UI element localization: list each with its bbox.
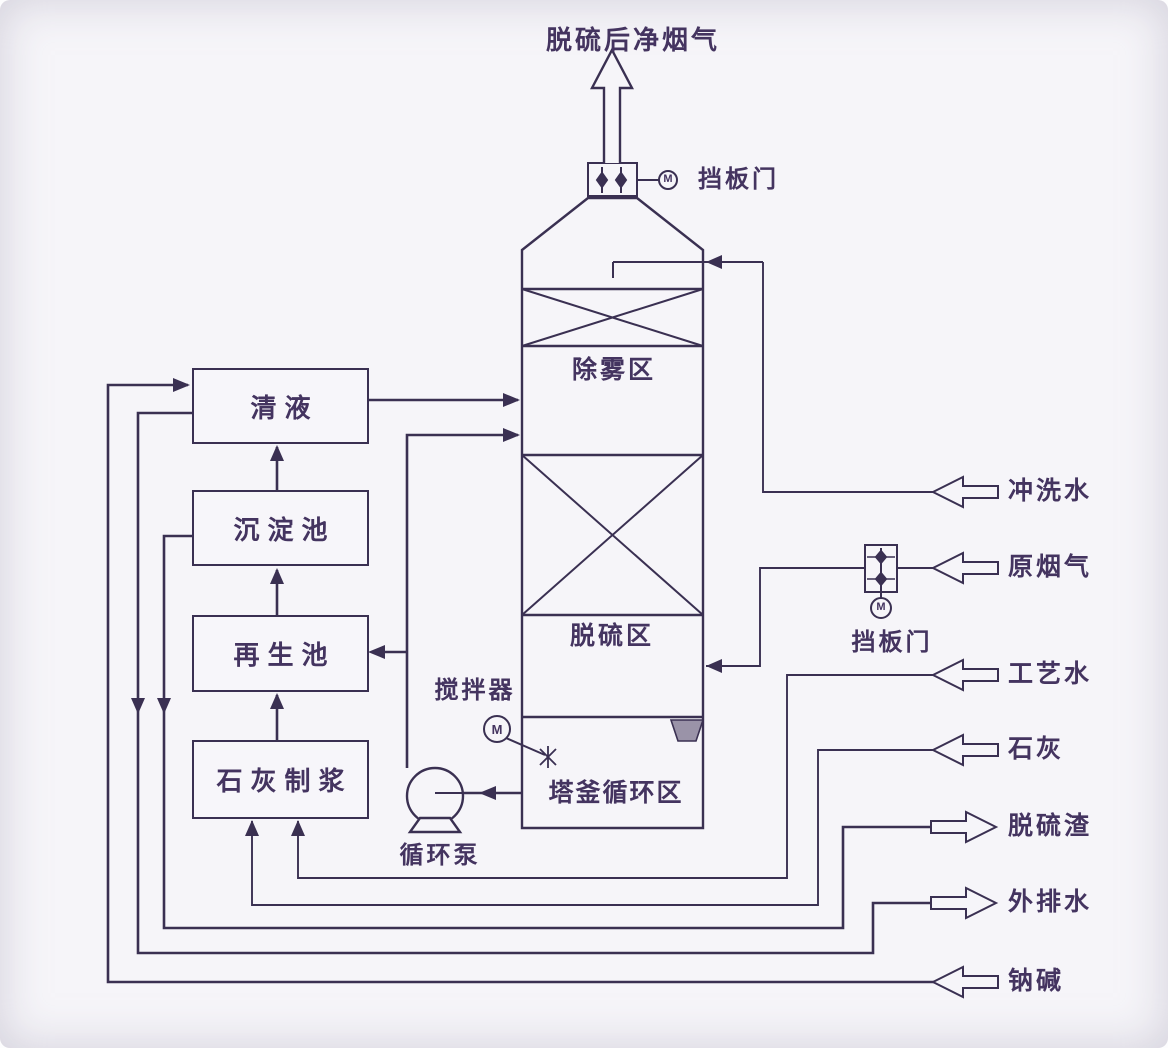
top-damper <box>587 162 678 197</box>
stream-label-raw-gas: 原烟气 <box>1008 553 1093 581</box>
box-clear-liquid: 清液 <box>192 368 369 444</box>
process-water-line <box>297 674 933 879</box>
raw-gas-arrowhead <box>706 659 722 673</box>
zone-desulfurization-label: 脱硫区 <box>569 622 655 650</box>
overflow-funnel <box>669 719 705 742</box>
stream-block-arrows <box>930 475 999 999</box>
arrowheads <box>131 378 520 836</box>
box-sedimentation-pool: 沉淀池 <box>192 490 369 566</box>
stream-label-soda-alkali: 钠碱 <box>1008 967 1065 995</box>
demister-packing <box>521 287 704 348</box>
box-lime-slurry-label: 石灰制浆 <box>216 766 353 796</box>
agitator-symbol <box>483 715 557 768</box>
raw-gas-block-arrow <box>930 551 999 585</box>
stream-label-flush-water: 冲洗水 <box>1008 477 1093 505</box>
pump-inlet-arrowhead <box>479 786 496 800</box>
zone-demister-label: 除雾区 <box>571 356 657 384</box>
soda-line <box>106 383 935 984</box>
clean-gas-title: 脱硫后净烟气 <box>545 25 721 55</box>
clean-gas-arrow <box>590 47 634 163</box>
box-regeneration-pool: 再生池 <box>192 615 369 692</box>
box-sedimentation-pool-label: 沉淀池 <box>233 514 336 545</box>
soda-block-arrow <box>930 965 999 999</box>
drain-block-arrow <box>930 886 999 920</box>
residue-line <box>162 534 931 930</box>
pump-label: 循环泵 <box>399 842 481 869</box>
flush-water-line <box>762 262 933 493</box>
box-regeneration-pool-label: 再生池 <box>233 640 336 670</box>
raw-gas-damper-label: 挡板门 <box>851 629 933 656</box>
residue-block-arrow <box>930 810 999 844</box>
lime-block-arrow <box>930 733 999 767</box>
drain-line <box>136 411 931 955</box>
box-clear-liquid-label: 清液 <box>250 392 319 423</box>
zone-sump-circulation-label: 塔釜循环区 <box>548 779 684 807</box>
raw-gas-damper <box>864 544 898 619</box>
raw-gas-line <box>706 567 933 667</box>
stream-label-external-drain: 外排水 <box>1008 888 1093 916</box>
spray-pipe <box>612 255 763 278</box>
agitator-label: 搅拌器 <box>434 677 516 704</box>
box-lime-slurry: 石灰制浆 <box>192 740 369 819</box>
top-damper-label: 挡板门 <box>698 166 779 193</box>
flush-water-block-arrow <box>930 475 999 509</box>
stream-label-desulf-residue: 脱硫渣 <box>1008 812 1093 840</box>
stream-label-process-water: 工艺水 <box>1008 660 1093 688</box>
tower-outline <box>520 196 705 830</box>
circulation-pump <box>405 766 465 834</box>
top-damper-motor-icon: M <box>663 173 673 185</box>
process-water-block-arrow <box>930 658 999 692</box>
desulfurization-packing <box>521 453 704 617</box>
raw-gas-damper-motor-icon: M <box>876 601 886 613</box>
lime-line <box>251 749 933 906</box>
agitator-motor-icon: M <box>491 722 503 737</box>
stream-label-lime: 石灰 <box>1008 735 1065 763</box>
